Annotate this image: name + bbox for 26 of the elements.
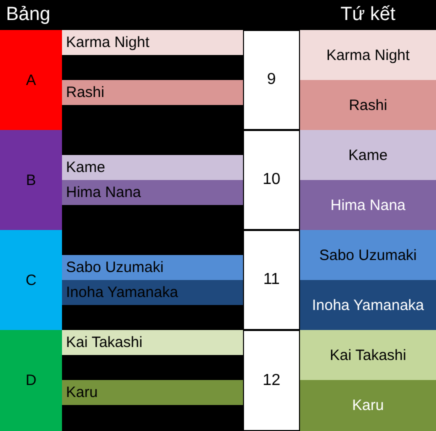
quarterfinal-player-cell: Sabo Uzumaki <box>300 230 436 280</box>
group-cell: C <box>0 230 62 330</box>
player-name-cell: Kame <box>62 155 243 180</box>
match-number-cell: 12 <box>243 330 300 431</box>
player-name-cell: Sabo Uzumaki <box>62 255 243 280</box>
group-cell: B <box>0 130 62 230</box>
player-name-cell: Karma Night <box>62 30 243 55</box>
quarterfinal-player-cell: Karma Night <box>300 30 436 80</box>
group-cell: A <box>0 30 62 130</box>
match-number-cell: 11 <box>243 230 300 330</box>
quarterfinal-player-cell: Kai Takashi <box>300 330 436 380</box>
player-name-cell: Karu <box>62 380 243 405</box>
quarterfinal-player-cell: Hima Nana <box>300 180 436 230</box>
quarterfinal-player-cell: Inoha Yamanaka <box>300 280 436 330</box>
match-number-cell: 10 <box>243 130 300 230</box>
player-name-cell: Hima Nana <box>62 180 243 205</box>
quarterfinal-player-cell: Rashi <box>300 80 436 130</box>
column-header: Bảng <box>5 3 52 27</box>
player-name-cell: Inoha Yamanaka <box>62 280 243 305</box>
match-number-cell: 9 <box>243 30 300 130</box>
quarterfinal-player-cell: Kame <box>300 130 436 180</box>
group-cell: D <box>0 330 62 431</box>
quarterfinal-player-cell: Karu <box>300 380 436 431</box>
player-name-cell: Rashi <box>62 80 243 105</box>
player-name-cell: Kai Takashi <box>62 330 243 355</box>
column-header: Tứ kết <box>340 3 396 27</box>
